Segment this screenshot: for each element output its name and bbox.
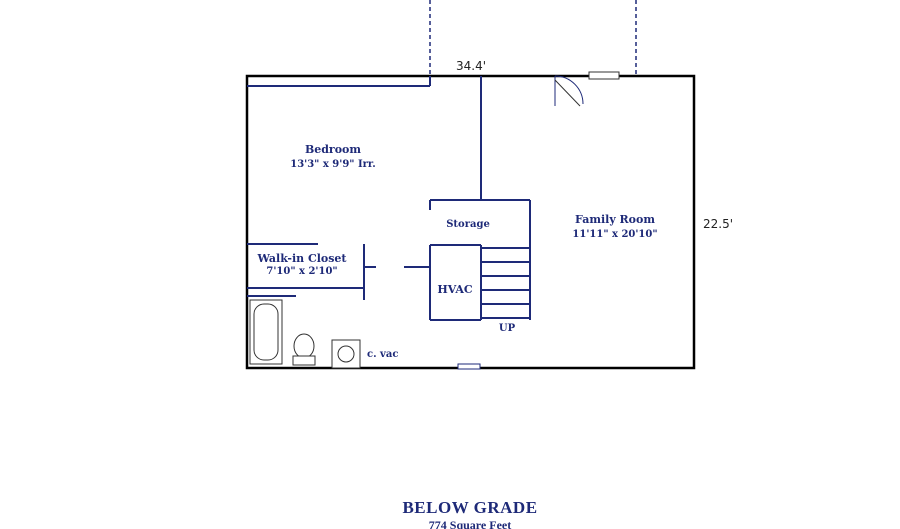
family-room-size: 11'11" x 20'10" [572,229,657,240]
bedroom-name: Bedroom [305,143,361,156]
depth-dimension: 22.5' [703,217,733,231]
stairs-label: UP [499,323,516,334]
hvac-name: HVAC [437,283,473,296]
closet-name: Walk-in Closet [257,252,348,265]
wall-opening [457,363,481,370]
bedroom-size: 13'3" x 9'9" Irr. [290,159,376,170]
central-vac-label: c. vac [367,349,398,360]
toilet-tank [292,355,316,366]
door-swing [554,75,584,106]
area-label: 774 Square Feet [429,518,511,529]
stairs [481,240,531,320]
door-leaf [554,79,581,107]
central-vac-icon [337,345,355,363]
toilet-bowl [293,333,315,359]
window [588,71,620,80]
family-room-name: Family Room [575,213,655,226]
level-title: BELOW GRADE [402,498,537,517]
closet-size: 7'10" x 2'10" [266,266,337,277]
storage-name: Storage [446,219,490,230]
width-dimension: 34.4' [456,59,486,73]
bathtub-basin [253,303,279,361]
